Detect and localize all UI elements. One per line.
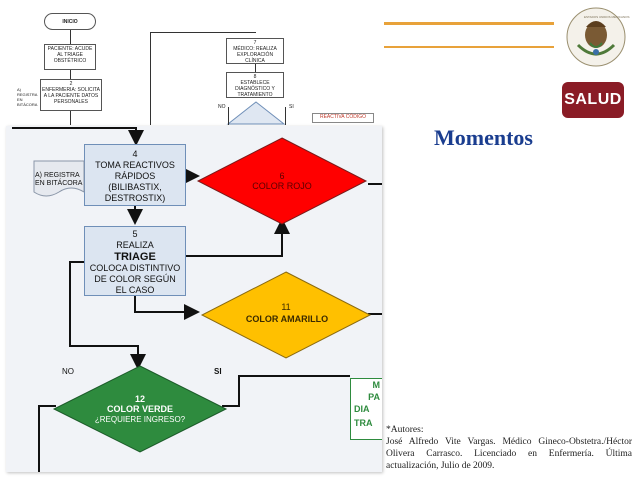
step-5-box: 5 REALIZA TRIAGE COLOCA DISTINTIVO DE CO… (84, 226, 186, 296)
red-label: COLOR ROJO (252, 181, 312, 191)
step-5-title: REALIZA (116, 240, 154, 250)
step-4-text: TOMA REACTIVOS RÁPIDOS (BILIBASTIX, DEST… (95, 160, 175, 203)
step-5-number: 5 (132, 229, 138, 239)
step-4-number: 4 (132, 149, 138, 159)
registry-label: A) REGISTRA EN BITÁCORA (35, 172, 83, 187)
credits-heading: *Autores: (386, 425, 424, 435)
mexico-seal-icon (564, 5, 628, 69)
salud-logo: SALUD (562, 82, 624, 118)
registry-document (33, 160, 85, 197)
step-4-box: 4 TOMA REACTIVOS RÁPIDOS (BILIBASTIX, DE… (84, 144, 186, 206)
bg-decision-diamond (226, 101, 286, 125)
step-5-text: COLOCA DISTINTIVO DE COLOR SEGÚN EL CASO (89, 263, 181, 295)
no-label: NO (62, 367, 74, 376)
header-accent-line-right (384, 46, 554, 48)
green-number: 12 (134, 394, 145, 404)
bg-si-label: SI (289, 104, 294, 110)
green-question: ¿REQUIERE INGRESO? (94, 415, 186, 424)
header-accent-line (384, 22, 554, 25)
flowchart-connectors (12, 127, 382, 472)
red-number: 6 (279, 171, 285, 181)
step-5-triage: TRIAGE (114, 251, 156, 263)
amber-label: COLOR AMARILLO (245, 314, 329, 324)
bg-log-node: A) REGISTRA EN BITÁCORA (16, 86, 38, 107)
bg-patient-node: PACIENTE: ACUDE AL TRIAGE OBSTÉTRICO (44, 44, 96, 70)
si-label: SI (214, 367, 222, 376)
amber-diamond (200, 271, 372, 359)
bg-red-note: REACTIVA CÓDIGO (312, 113, 374, 123)
bg-doctor-node: 7 MÉDICO: REALIZA EXPLORACIÓN CLÍNICA (226, 38, 284, 64)
bg-nursing-node: 2 ENFERMERIA: SOLICITA A LA PACIENTE DAT… (40, 79, 102, 111)
amber-number: 11 (281, 302, 291, 312)
partial-cropped-box: M PA DIA TRA (350, 378, 382, 440)
green-label: COLOR VERDE (106, 404, 173, 414)
bg-diagnosis-node: 8 ESTABLECE DIAGNÓSTICO Y TRATAMIENTO (226, 72, 284, 98)
seal-caption: ESTADOS UNIDOS MEXICANOS (584, 15, 630, 19)
red-diamond (196, 137, 368, 225)
credits-body: José Alfredo Vite Vargas. Médico Gineco-… (386, 437, 632, 471)
bg-start-node: INICIO (44, 13, 96, 30)
slide-title: Momentos (434, 125, 533, 150)
green-diamond (52, 365, 228, 453)
bg-no-label: NO (218, 104, 226, 110)
salud-logo-text: SALUD (564, 91, 622, 108)
